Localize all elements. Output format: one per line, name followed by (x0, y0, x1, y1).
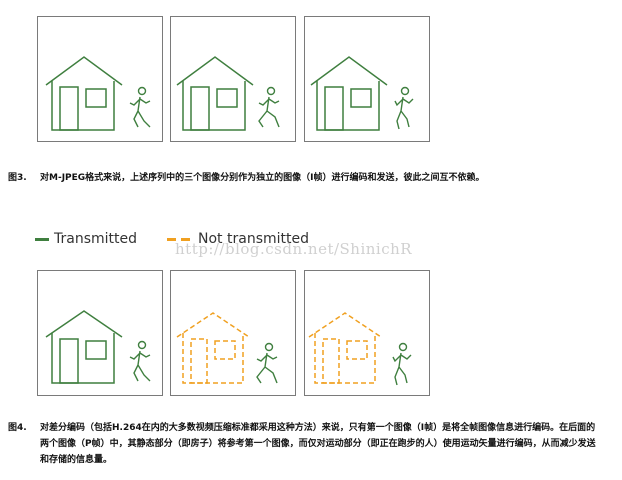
figure-4-number: 图4. (8, 423, 27, 433)
figure-4-caption: 图4. 对差分编码（包括H.264在内的大多数视频压缩标准都采用这种方法）来说，只… (8, 420, 608, 468)
legend-transmitted: Transmitted (35, 231, 137, 247)
house-icon (310, 56, 388, 131)
runner-icon (392, 342, 412, 386)
frame-1-top (37, 16, 163, 142)
runner-icon (394, 86, 414, 130)
house-dashed-icon (308, 312, 382, 384)
legend-not-transmitted-label: Not transmitted (198, 231, 309, 247)
watermark: http://blog.csdn.net/ShinichR (175, 240, 413, 258)
runner-icon (258, 86, 280, 128)
frame-3-bottom (304, 270, 430, 396)
solid-line-swatch-icon (35, 237, 49, 241)
legend-not-transmitted: Not transmitted (167, 231, 309, 247)
frame-2-top (170, 16, 296, 142)
dashed-line-swatch-icon (167, 237, 192, 241)
frame-1-bottom (37, 270, 163, 396)
figure-4-text: 对差分编码（包括H.264在内的大多数视频压缩标准都采用这种方法）来说，只有第一… (40, 423, 596, 465)
house-icon (45, 310, 123, 384)
figure-3-text: 对M-JPEG格式来说，上述序列中的三个图像分别作为独立的图像（I帧）进行编码和… (40, 173, 485, 183)
figure-3-caption: 图3. 对M-JPEG格式来说，上述序列中的三个图像分别作为独立的图像（I帧）进行… (8, 170, 485, 186)
house-icon (176, 56, 254, 131)
frame-3-top (304, 16, 430, 142)
figure-3-number: 图3. (8, 173, 27, 183)
runner-icon (256, 342, 278, 384)
legend: Transmitted Not transmitted (35, 231, 339, 247)
frame-2-bottom (170, 270, 296, 396)
runner-icon (129, 86, 151, 128)
house-dashed-icon (176, 312, 250, 384)
house-icon (45, 56, 123, 131)
runner-icon (129, 340, 151, 382)
legend-transmitted-label: Transmitted (54, 231, 138, 247)
